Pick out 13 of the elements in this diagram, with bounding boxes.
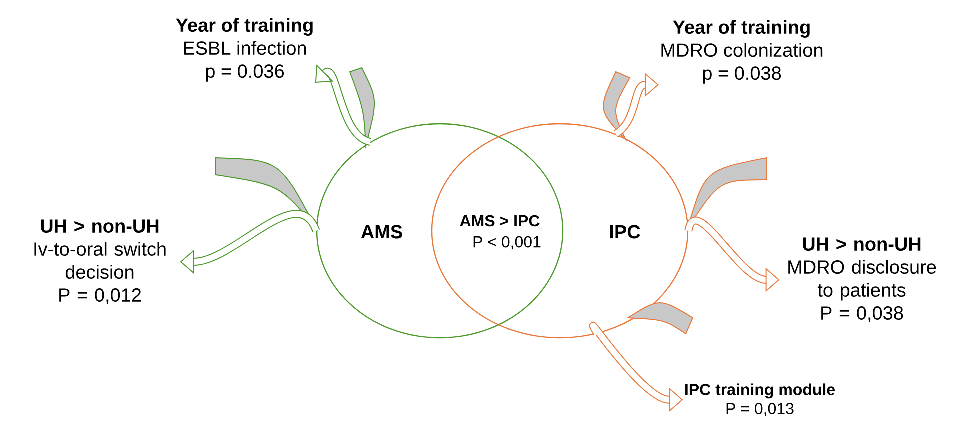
annotation-text: UH > non-UH MDRO disclosure to patients P = 0,038 [788, 238, 936, 322]
annotation-text: IPC training module P = 0,013 [686, 384, 836, 416]
circle-label: AMS [361, 225, 402, 239]
curved-arrow [180, 210, 320, 274]
ellipse [316, 123, 564, 339]
ellipse [431, 123, 689, 339]
curved-arrow [614, 72, 659, 138]
annotation-text: UH > non-UH Iv-to-oral switch decision P = 0,012 [34, 220, 166, 304]
overlap-label: P < 0,001 [474, 236, 541, 250]
annotation-text: Year of training ESBL infection p = 0.036 [176, 18, 313, 82]
circle-label: IPC [610, 225, 640, 239]
overlap-label: AMS > IPC [460, 215, 540, 227]
annotation-text: Year of training MDRO colonization p = 0.038 [662, 20, 823, 84]
